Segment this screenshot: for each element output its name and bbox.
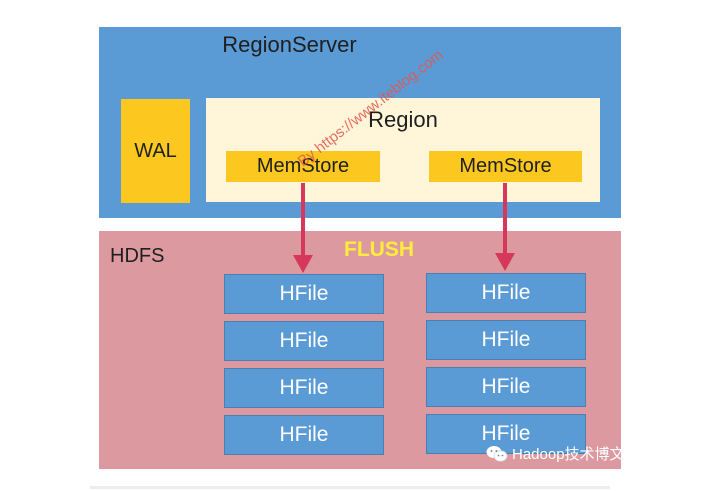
hfile-label: HFile <box>481 281 531 304</box>
memstore-box-left: MemStore <box>226 151 380 182</box>
hfile-box: HFile <box>224 415 384 455</box>
memstore-label: MemStore <box>459 155 552 177</box>
hfile-box: HFile <box>224 368 384 408</box>
wal-label: WAL <box>134 139 177 162</box>
memstore-label: MemStore <box>256 155 350 177</box>
hfile-box: HFile <box>426 320 586 360</box>
region-title: Region <box>368 107 438 132</box>
brand-watermark: Hadoop技术博文 <box>486 443 625 464</box>
hfile-box: HFile <box>426 367 586 407</box>
flush-arrow-right <box>495 183 515 271</box>
hfile-label: HFile <box>279 329 329 352</box>
hfile-label: HFile <box>481 422 531 445</box>
brand-text: Hadoop技术博文 <box>512 446 625 463</box>
hfile-label: HFile <box>279 376 329 399</box>
cropped-caption-strip <box>90 486 610 489</box>
hfile-label: HFile <box>481 375 531 398</box>
hdfs-label: HDFS <box>110 245 165 267</box>
hfile-label: HFile <box>279 282 329 305</box>
flush-arrow-left <box>293 183 313 273</box>
flush-label: FLUSH <box>344 238 414 261</box>
wal-box: WAL <box>121 99 190 203</box>
hfile-label: HFile <box>279 423 329 446</box>
hfile-box: HFile <box>426 273 586 313</box>
hfile-box: HFile <box>426 414 586 454</box>
hfile-box: HFile <box>224 274 384 314</box>
hfile-label: HFile <box>481 328 531 351</box>
region-server-title: RegionServer <box>222 32 357 57</box>
hfile-box: HFile <box>224 321 384 361</box>
memstore-box-right: MemStore <box>429 151 582 182</box>
wechat-icon <box>486 445 508 462</box>
region-box <box>206 98 600 202</box>
